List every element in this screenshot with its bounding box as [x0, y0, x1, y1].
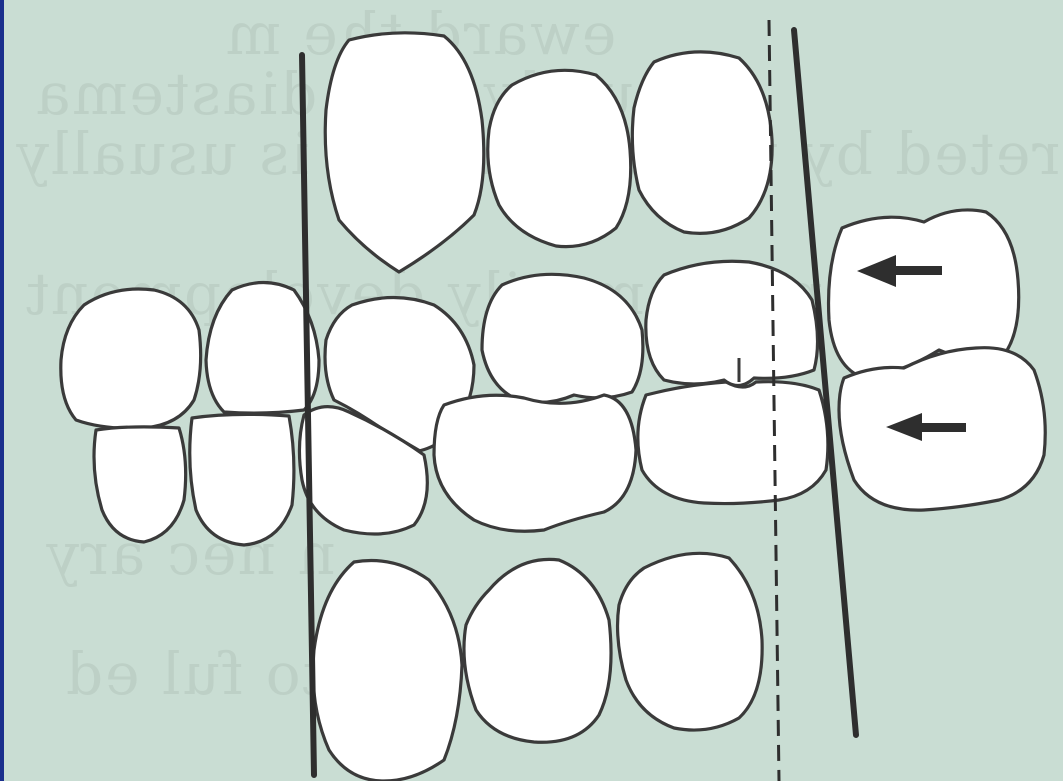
molar-1-lower [94, 427, 186, 542]
upper-incisor-middle [488, 70, 631, 246]
premolar-3 [646, 261, 818, 385]
upper-incisor-right [632, 52, 772, 234]
molar-1 [61, 289, 201, 428]
upper-incisor-left [325, 33, 484, 272]
lower-incisor-middle [464, 559, 611, 742]
premolar-2 [482, 274, 643, 402]
molar-2 [206, 283, 319, 414]
molar-2-lower [190, 414, 294, 545]
canine [638, 382, 828, 504]
premolar-2-lower [434, 395, 636, 531]
lower-incisor-right [618, 553, 763, 730]
diagram-frame: eward the m usually a t . diastema terpr… [4, 0, 1063, 781]
lower-incisor-left [313, 560, 462, 781]
dental-arch-diagram [4, 0, 1063, 781]
